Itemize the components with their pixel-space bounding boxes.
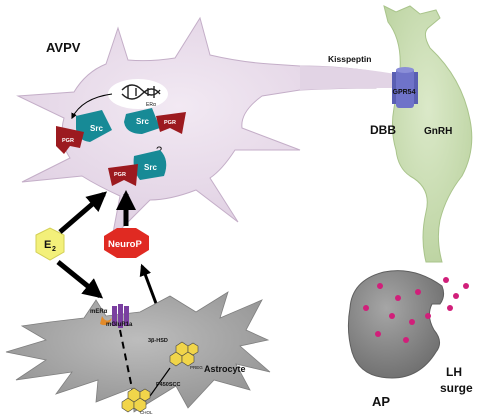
svg-text:Src: Src (136, 117, 149, 126)
svg-text:PGR: PGR (62, 138, 74, 144)
ap-body (347, 270, 445, 379)
mglur1a-receptor (112, 304, 129, 328)
lh-label: LH (446, 365, 462, 379)
kisspeptin-axon (300, 66, 395, 90)
src-left (76, 110, 112, 142)
pgr-left (56, 126, 84, 154)
ap-label: AP (372, 394, 390, 409)
astrocyte-label: Astrocyte (204, 364, 246, 374)
src-pgr-right: Src PGR (124, 108, 186, 134)
src-pgr-bottom: Src PGR (108, 150, 167, 186)
pgr-bottom (108, 164, 138, 186)
e2-label: E (44, 239, 51, 251)
nucleus: ERα (108, 79, 168, 109)
anterior-pituitary (347, 270, 469, 379)
e2-hexagon: E 2 (35, 227, 65, 261)
era-label: ERα (146, 102, 156, 108)
astrocyte-body (5, 291, 271, 413)
preg-steroid-icon (169, 341, 199, 367)
svg-text:PGR: PGR (164, 120, 176, 126)
svg-text:PGR: PGR (114, 172, 126, 178)
src-right (124, 108, 160, 134)
gnrh-label: GnRH (424, 126, 452, 137)
gpr54-receptor (392, 67, 418, 108)
src-pgr-left: Src PGR (56, 110, 112, 154)
e2-to-astrocyte-arrow (56, 260, 104, 299)
pgr-right (156, 112, 186, 134)
e2-to-pgr-arrow (58, 191, 108, 234)
astrocyte (5, 291, 271, 413)
svg-text:Src: Src (144, 163, 157, 172)
mera-label: mERα (90, 309, 108, 315)
gpr54-label: GPR54 (393, 89, 416, 96)
dbb-label: DBB (370, 123, 396, 137)
kisspeptin-label: Kisspeptin (328, 54, 371, 64)
chol-to-preg-arrow (149, 367, 171, 397)
neurop-hexagon: NeuroP (104, 228, 149, 258)
mera-receptor (100, 316, 112, 326)
mglur1a-label: mGluR1a (106, 322, 133, 328)
e2-subscript: 2 (52, 246, 56, 253)
hsd-label: 3β-HSD (148, 338, 168, 344)
neurop-label: NeuroP (108, 239, 142, 250)
dna-helix-icon (121, 84, 161, 100)
chol-steroid-icon (121, 387, 151, 413)
nucleus-to-pgr-arrow (71, 93, 113, 120)
preg-label: PREG (190, 365, 203, 370)
lh-dots (363, 277, 469, 343)
p450scc-label: P450SCC (156, 382, 180, 388)
avpv-label: AVPV (46, 40, 81, 55)
src-bottom (133, 150, 167, 180)
svg-text:Src: Src (90, 124, 103, 133)
surge-label: surge (440, 381, 473, 395)
chol-label: CHOL (140, 410, 153, 415)
